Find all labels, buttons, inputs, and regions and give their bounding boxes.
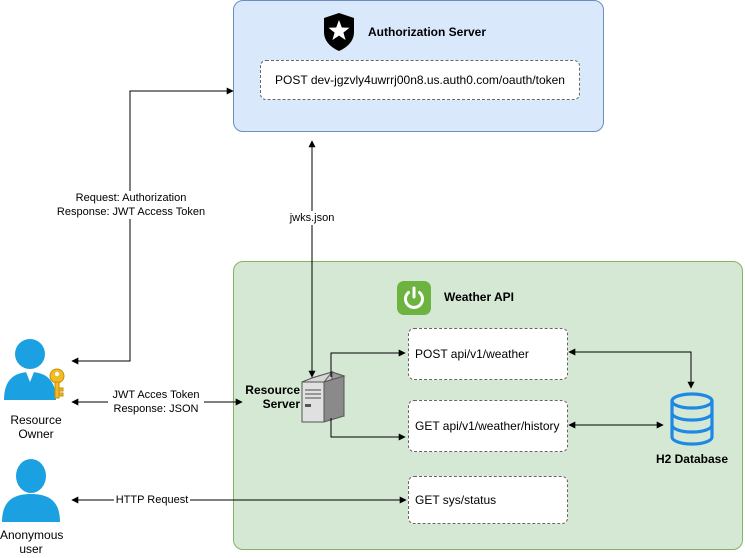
weather-api-title: Weather API — [444, 290, 515, 304]
endpoint-get-weather-history: GET api/v1/weather/history — [408, 400, 568, 452]
edge-label-jwt-token: JWT Acces Token — [112, 389, 200, 401]
edge-server-to-post-weather — [330, 349, 406, 377]
anonymous-user-label-line1: Anonymous — [0, 528, 64, 542]
resource-owner-label: Resource Owner — [0, 413, 72, 441]
endpoint-get-sys-status: GET sys/status — [408, 476, 568, 524]
authorization-server-title: Authorization Server — [368, 25, 487, 39]
endpoint-post-weather-label: POST api/v1/weather — [415, 347, 529, 361]
h2-database-label: H2 Database — [655, 452, 729, 466]
edge-label-json-response: Response: JSON — [113, 403, 199, 415]
resource-owner-label-line2: Owner — [18, 427, 54, 441]
endpoint-get-weather-history-label: GET api/v1/weather/history — [415, 419, 560, 433]
anonymous-user-label-line2: user — [19, 542, 43, 556]
anonymous-user-label: Anonymous user — [0, 528, 64, 556]
edge-post-weather-to-db — [568, 348, 695, 389]
endpoint-post-weather: POST api/v1/weather — [408, 328, 568, 380]
edge-label-auth-response: Response: JWT Access Token — [56, 206, 206, 218]
edge-label-http-request: HTTP Request — [114, 493, 190, 507]
oauth-token-endpoint: POST dev-jgzvly4uwrrj00n8.us.auth0.com/o… — [260, 60, 580, 100]
edge-label-auth-request: Request: Authorization — [75, 192, 187, 204]
edge-label-jwt: JWT Acces Token Response: JSON — [108, 388, 204, 416]
resource-owner-icon — [4, 339, 65, 400]
edge-server-to-get-history — [330, 418, 406, 441]
edge-label-jwks: jwks.json — [288, 211, 336, 225]
database-icon — [670, 392, 714, 446]
resource-owner-label-line1: Resource — [10, 413, 62, 427]
auth0-shield-icon — [324, 13, 354, 51]
spring-power-icon — [397, 281, 431, 315]
server-icon — [301, 371, 346, 423]
oauth-token-endpoint-label: POST dev-jgzvly4uwrrj00n8.us.auth0.com/o… — [275, 73, 565, 87]
resource-server-label-line1: Resource — [245, 383, 300, 397]
anonymous-user-icon — [2, 459, 60, 522]
resource-server-label: Resource Server — [236, 383, 300, 411]
edge-owner-to-auth — [71, 87, 234, 365]
resource-server-label-line2: Server — [262, 397, 300, 411]
edge-label-auth: Request: Authorization Response: JWT Acc… — [56, 191, 206, 219]
endpoint-get-sys-status-label: GET sys/status — [415, 493, 497, 507]
